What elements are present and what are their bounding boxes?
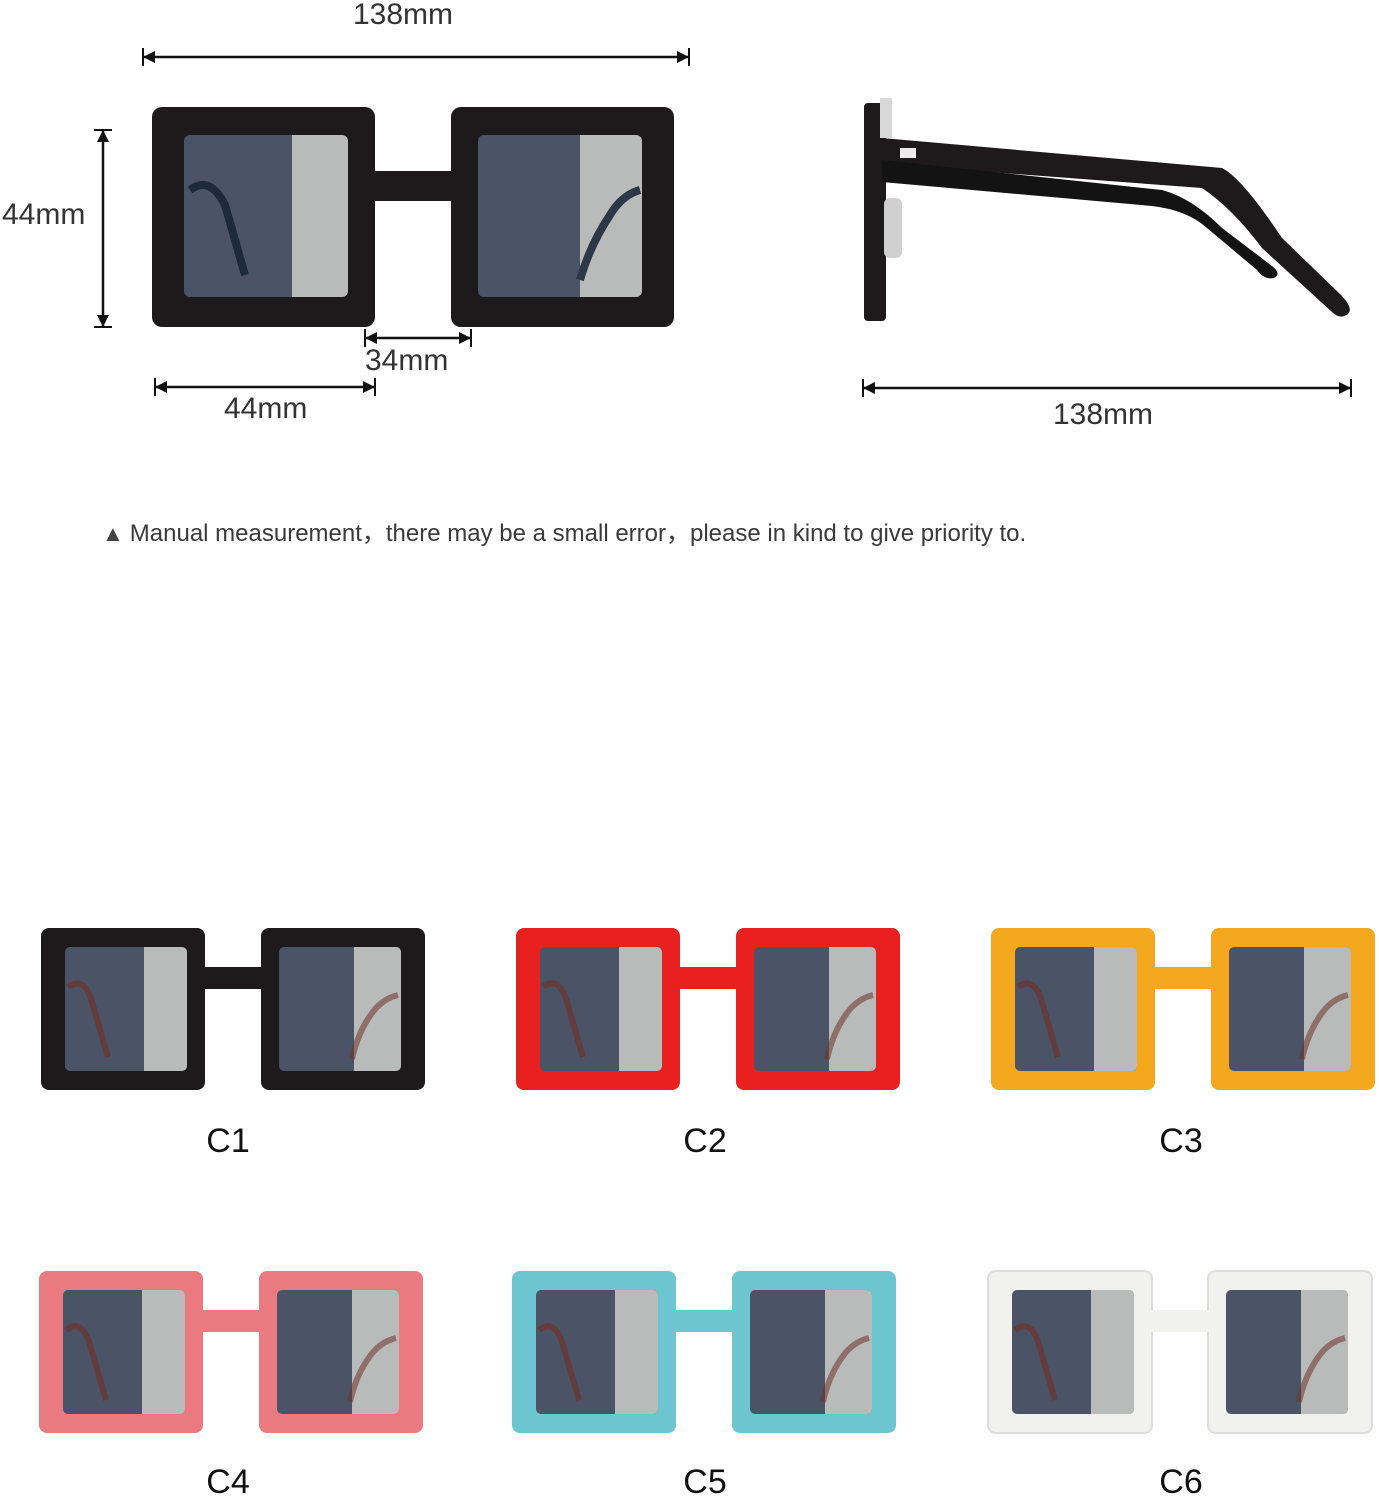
variant-label-c2: C2 — [683, 1122, 727, 1160]
variant-glasses-c4 — [39, 1271, 423, 1433]
variant-glasses-c6 — [987, 1270, 1373, 1434]
variant-label-c1: C1 — [206, 1122, 250, 1160]
variant-glasses-c5 — [512, 1271, 896, 1433]
measurement-note: ▲Manual measurement，there may be a small… — [102, 513, 1026, 548]
variant-label-c3: C3 — [1159, 1122, 1203, 1160]
measurement-note-text: Manual measurement，there may be a small … — [129, 520, 1027, 547]
front-glasses-image — [152, 107, 674, 327]
lens-height-label: 44mm — [2, 198, 86, 231]
variant-label-c4: C4 — [206, 1463, 250, 1501]
variant-label-c5: C5 — [683, 1463, 727, 1501]
triangle-up-icon: ▲ — [102, 521, 124, 546]
temple-length-label: 138mm — [1053, 398, 1154, 431]
lens-width-label: 44mm — [224, 392, 308, 425]
variant-glasses-c3 — [991, 928, 1375, 1090]
side-glasses-image — [864, 98, 1350, 321]
variant-glasses-c2 — [516, 928, 900, 1090]
bridge-width-label: 34mm — [365, 344, 449, 377]
variant-label-c6: C6 — [1159, 1463, 1203, 1501]
total-width-label: 138mm — [353, 0, 454, 31]
variant-glasses-c1 — [41, 928, 425, 1090]
